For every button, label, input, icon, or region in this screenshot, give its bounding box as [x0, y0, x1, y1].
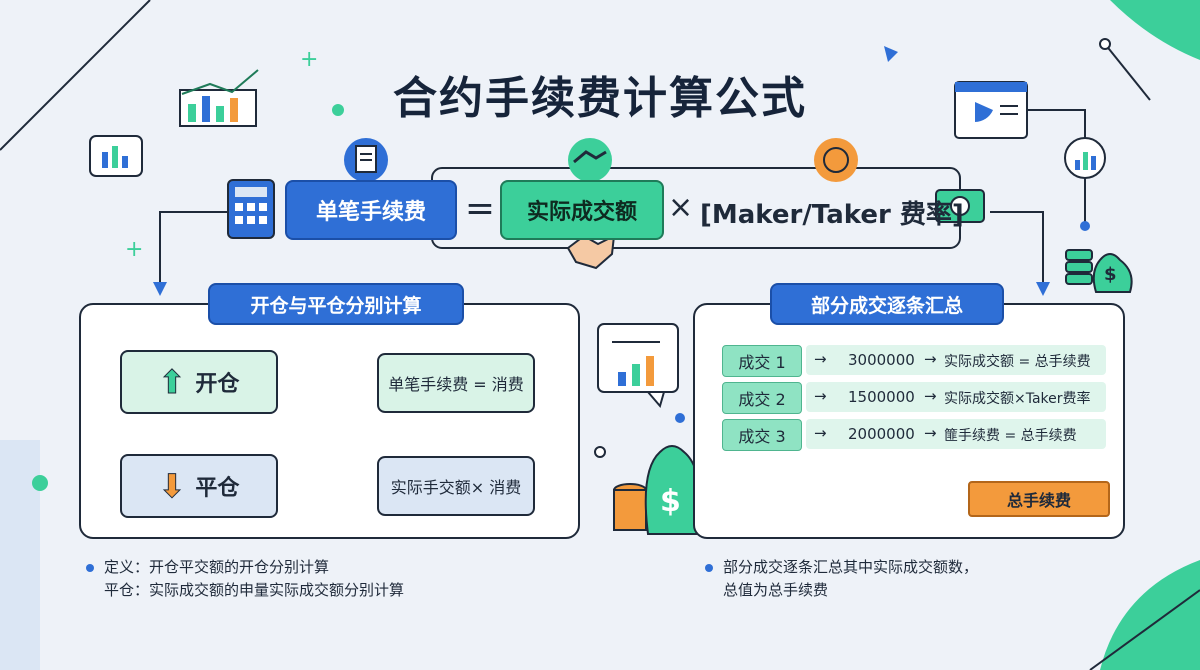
total-fee-box: 总手续费 [968, 481, 1110, 517]
side-decoration [0, 440, 40, 670]
deco-line [1089, 589, 1200, 670]
fill-row-body: → 3000000 → 实际成交额 = 总手续费 [806, 345, 1106, 375]
handshake-icon [568, 138, 612, 182]
left-notes: 定义：开仓平交额的开仓分别计算 平仓：实际成交额的申量实际成交额分别计算 [86, 556, 404, 602]
page-title: 合约手续费计算公式 [393, 73, 807, 124]
dollar-icon: $ [660, 484, 681, 519]
times-sign: × [668, 190, 694, 225]
close-position-node: ⬇ 平仓 [120, 454, 278, 518]
row-arrow: → [924, 387, 937, 405]
note-text: 总值为总手续费 [723, 581, 829, 599]
actual-amount-label: 实际成交额 [500, 180, 664, 240]
single-fee-label: 单笔手续费 [285, 180, 457, 240]
fill-row-label: 成交 3 [722, 419, 802, 451]
fill-result: 篚手续费 = 总手续费 [944, 428, 1077, 444]
growth-chart-icon [597, 323, 679, 409]
equals-sign: = [464, 188, 496, 229]
note-text: 定义：开仓平交额的开仓分别计算 [104, 558, 330, 576]
amount-rate-node: 实际手交额× 消费 [377, 456, 535, 516]
close-position-label: 平仓 [195, 476, 240, 501]
dollar-icon: $ [1104, 264, 1117, 285]
cash-icon [935, 189, 985, 223]
chart-bubble-icon [89, 135, 143, 177]
fill-amount: 1500000 [848, 388, 915, 406]
money-bag-icon [613, 445, 702, 535]
deco-dot [32, 475, 48, 491]
fill-row-label: 成交 2 [722, 382, 802, 414]
fill-result: 实际成交额×Taker费率 [944, 391, 1091, 407]
bullet-dot [705, 563, 713, 572]
row-arrow: → [924, 350, 937, 368]
arrow-up-icon: ⬆ [158, 363, 186, 402]
fill-amount: 2000000 [848, 425, 915, 443]
svg-text:+: + [125, 237, 143, 262]
single-fee-node: 单笔手续费 = 消费 [377, 353, 535, 413]
svg-text:+: + [300, 47, 318, 72]
handshake-icon [566, 234, 616, 270]
money-bag-icon [1065, 249, 1133, 293]
bullet-dot [86, 563, 94, 572]
note-text: 部分成交逐条汇总其中实际成交额数， [723, 558, 979, 576]
document-icon [344, 138, 388, 182]
deco-triangle [884, 46, 898, 62]
bar-chart-icon [179, 69, 259, 127]
left-panel-title: 开仓与平仓分别计算 [208, 283, 464, 325]
right-notes: 部分成交逐条汇总其中实际成交额数， 总值为总手续费 [705, 556, 978, 602]
calculator-icon [227, 179, 275, 239]
chart-circle-icon [1064, 137, 1106, 179]
corner-decoration [1110, 0, 1200, 60]
deco-line [0, 0, 151, 151]
note-text: 平仓：实际成交额的申量实际成交额分别计算 [104, 581, 405, 599]
row-arrow: → [924, 424, 937, 442]
fee-rate-label: [Maker/Taker 费率] [700, 200, 964, 230]
flow-line-left [159, 211, 250, 290]
fill-row-body: → 2000000 → 篚手续费 = 总手续费 [806, 419, 1106, 449]
corner-decoration [1100, 560, 1200, 670]
deco-dot [332, 104, 344, 116]
open-position-label: 开仓 [195, 372, 240, 397]
row-arrow: → [814, 387, 827, 405]
fill-row-label: 成交 1 [722, 345, 802, 377]
row-arrow: → [814, 350, 827, 368]
fill-amount: 3000000 [848, 351, 915, 369]
arrow-down-icon: ⬇ [158, 467, 186, 506]
right-panel-title: 部分成交逐条汇总 [770, 283, 1004, 325]
fill-row-body: → 1500000 → 实际成交额×Taker费率 [806, 382, 1106, 412]
coin-icon [814, 138, 858, 182]
fill-result: 实际成交额 = 总手续费 [944, 354, 1091, 370]
open-position-node: ⬆ 开仓 [120, 350, 278, 414]
row-arrow: → [814, 424, 827, 442]
flow-line-right [990, 211, 1044, 290]
